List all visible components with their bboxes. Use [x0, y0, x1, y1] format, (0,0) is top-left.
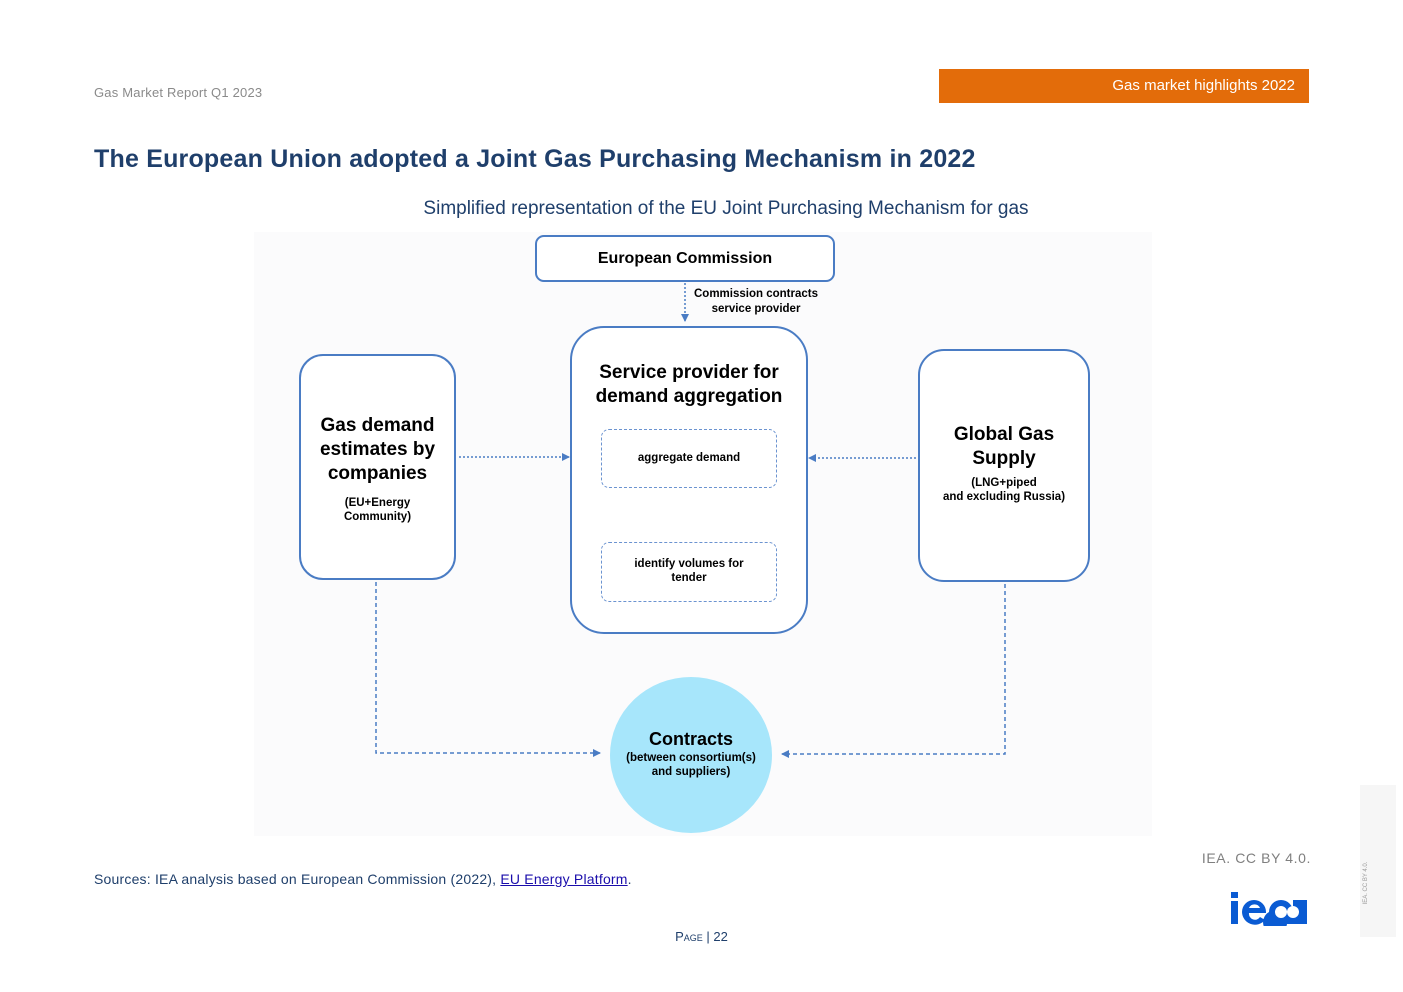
- commission-arrow-label: Commission contracts service provider: [680, 287, 832, 317]
- identify-volumes-line2: tender: [671, 572, 707, 584]
- gas-demand-box: Gas demand estimates by companies (EU+En…: [299, 354, 456, 580]
- page-separator: |: [702, 929, 714, 944]
- side-strip: [1360, 785, 1396, 937]
- commission-arrow-label-line2: service provider: [711, 303, 801, 315]
- arrow-supply-to-contracts: [781, 584, 1006, 758]
- gas-demand-note-line2: Community): [343, 511, 412, 523]
- eu-energy-platform-link[interactable]: EU Energy Platform: [500, 871, 628, 887]
- commission-arrow-label-line1: Commission contracts: [694, 288, 818, 300]
- european-commission-label: European Commission: [597, 250, 773, 267]
- page-title: The European Union adopted a Joint Gas P…: [94, 145, 976, 173]
- contracts-circle: Contracts (between consortium(s) and sup…: [610, 677, 772, 833]
- report-name: Gas Market Report Q1 2023: [94, 85, 263, 100]
- contracts-note-line1: (between consortium(s): [626, 752, 756, 764]
- aggregate-demand-label: aggregate demand: [637, 452, 741, 464]
- sources-suffix: .: [627, 871, 632, 887]
- arrow-demand-to-contracts: [375, 582, 601, 757]
- page-number: Page | 22: [0, 929, 1403, 944]
- iea-logo: [1231, 892, 1307, 926]
- page-label: Page: [675, 929, 703, 944]
- global-supply-line2: Supply: [972, 448, 1036, 469]
- global-supply-note-line1: (LNG+piped: [971, 477, 1037, 489]
- global-supply-line1: Global Gas: [953, 424, 1055, 445]
- aggregate-demand-box: aggregate demand: [601, 429, 777, 488]
- gas-demand-title-line3: companies: [327, 463, 428, 484]
- identify-volumes-box: identify volumes for tender: [601, 542, 777, 602]
- gas-demand-note-line1: (EU+Energy: [344, 497, 411, 509]
- page-number-value: 22: [713, 929, 728, 944]
- side-note: IEA. CC BY 4.0.: [1363, 861, 1369, 905]
- section-tab: Gas market highlights 2022: [939, 69, 1309, 103]
- sources-line: Sources: IEA analysis based on European …: [94, 871, 632, 887]
- gas-demand-title-line1: Gas demand: [320, 415, 435, 436]
- global-supply-note-line2: and excluding Russia): [942, 491, 1066, 503]
- identify-volumes-line1: identify volumes for: [634, 558, 744, 570]
- european-commission-box: European Commission: [535, 235, 835, 282]
- credit-line: IEA. CC BY 4.0.: [1201, 850, 1311, 866]
- figure-title: Simplified representation of the EU Join…: [423, 198, 1029, 219]
- service-provider-line1: Service provider for: [599, 362, 779, 383]
- contracts-note-line2: and suppliers): [651, 766, 731, 778]
- contracts-title: Contracts: [648, 729, 733, 749]
- sources-prefix: Sources: IEA analysis based on European …: [94, 871, 501, 887]
- gas-demand-title-line2: estimates by: [319, 439, 436, 460]
- service-provider-line2: demand aggregation: [595, 386, 783, 407]
- global-gas-supply-box: Global Gas Supply (LNG+piped and excludi…: [918, 349, 1090, 582]
